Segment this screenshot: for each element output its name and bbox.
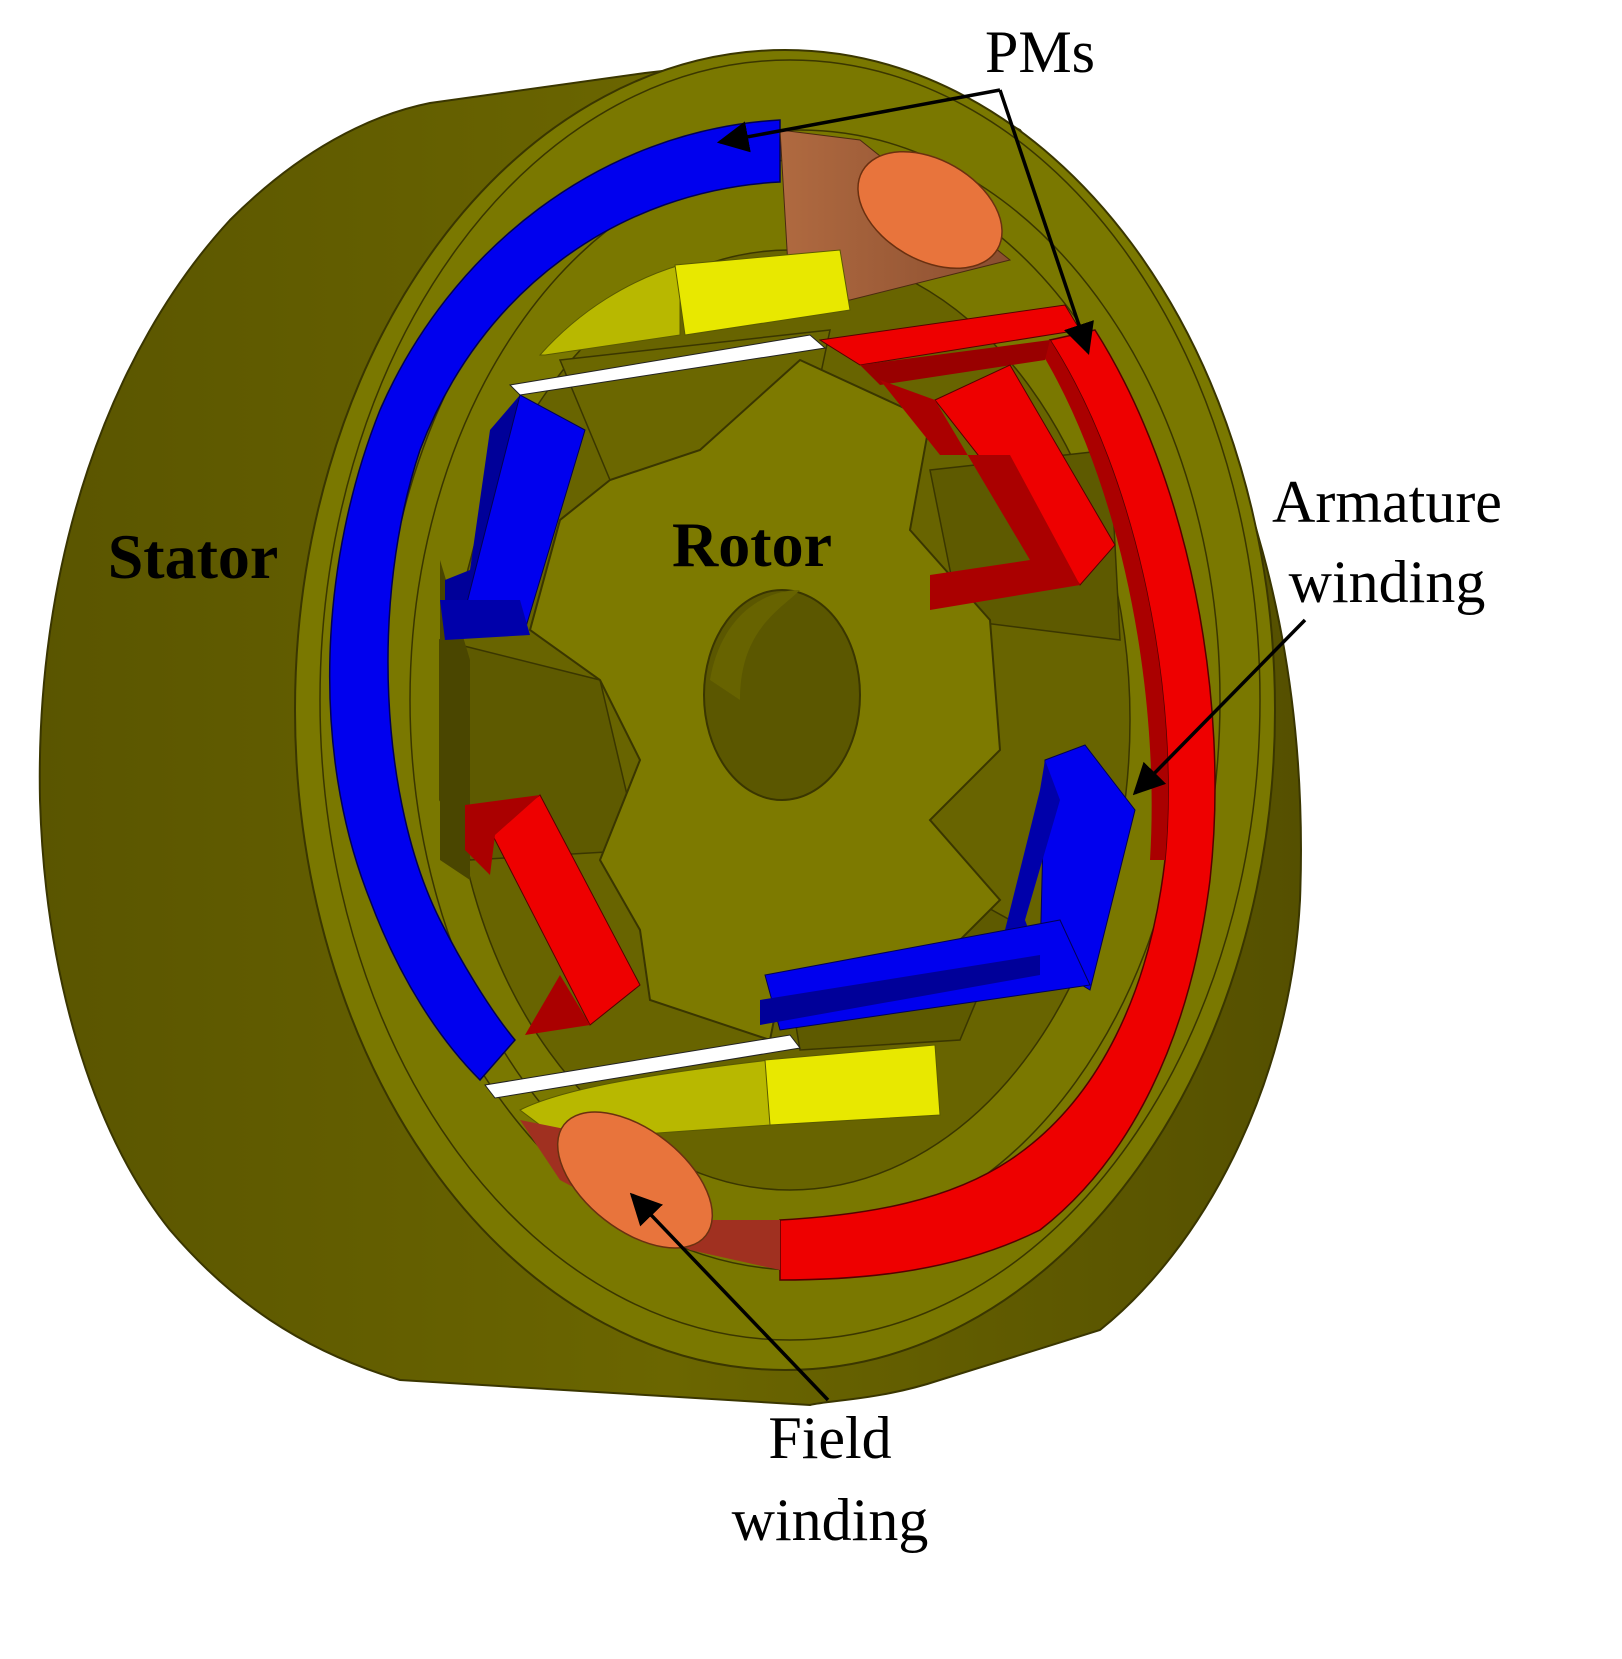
field-bottom-yellow-face: [764, 1044, 941, 1126]
armature-red-top-bar-dark: [860, 340, 1050, 385]
field-winding-top: [538, 129, 1012, 356]
arrow-pms-to-blue: [716, 88, 1001, 153]
rotor-shaft-bore: [703, 589, 861, 801]
label-field-line2: winding: [732, 1487, 929, 1553]
armature-coil-red-bottom: [465, 794, 641, 1035]
armature-blue-right-bottom-dark: [760, 955, 1040, 1025]
armature-blue-right-side: [1000, 760, 1060, 960]
label-armature-line1: Armature: [1272, 469, 1502, 535]
armature-coil-blue-right: [760, 744, 1136, 1031]
field-top-yellow-face: [674, 249, 851, 336]
airgap-strip-bottom: [484, 1034, 801, 1099]
field-top-copper-end: [857, 150, 1003, 270]
pm-red: [779, 329, 1216, 1281]
label-armature-line2: winding: [1289, 549, 1486, 615]
arrow-field: [629, 1192, 830, 1402]
label-field-line1: Field: [768, 1405, 891, 1471]
rotor-shaft-bore-highlight: [710, 590, 800, 700]
pm-blue: [329, 119, 781, 1082]
stator-bore-shadow-left: [440, 560, 470, 880]
arrow-armature: [1132, 618, 1307, 796]
armature-blue-left-bottom: [440, 600, 530, 640]
armature-red-bottom-base: [525, 975, 590, 1035]
armature-red-top-side: [880, 380, 1080, 610]
label-pms: PMs: [985, 19, 1095, 85]
armature-coil-blue-left: [440, 394, 586, 640]
field-bottom-copper-end: [556, 1111, 714, 1249]
armature-coil-red-top: [818, 304, 1116, 610]
armature-red-bottom-side: [465, 795, 540, 875]
annotation-arrows: [629, 88, 1307, 1402]
stator-face-inner-step: [319, 59, 1261, 1341]
pm-red-inner-face: [1040, 340, 1169, 860]
airgap-strip-top: [508, 334, 827, 396]
label-rotor: Rotor: [672, 509, 832, 580]
arrow-pms-to-red: [998, 89, 1094, 355]
label-stator: Stator: [108, 521, 279, 592]
pm-blue-arc: [329, 119, 781, 1082]
rotor: [528, 358, 1002, 1042]
